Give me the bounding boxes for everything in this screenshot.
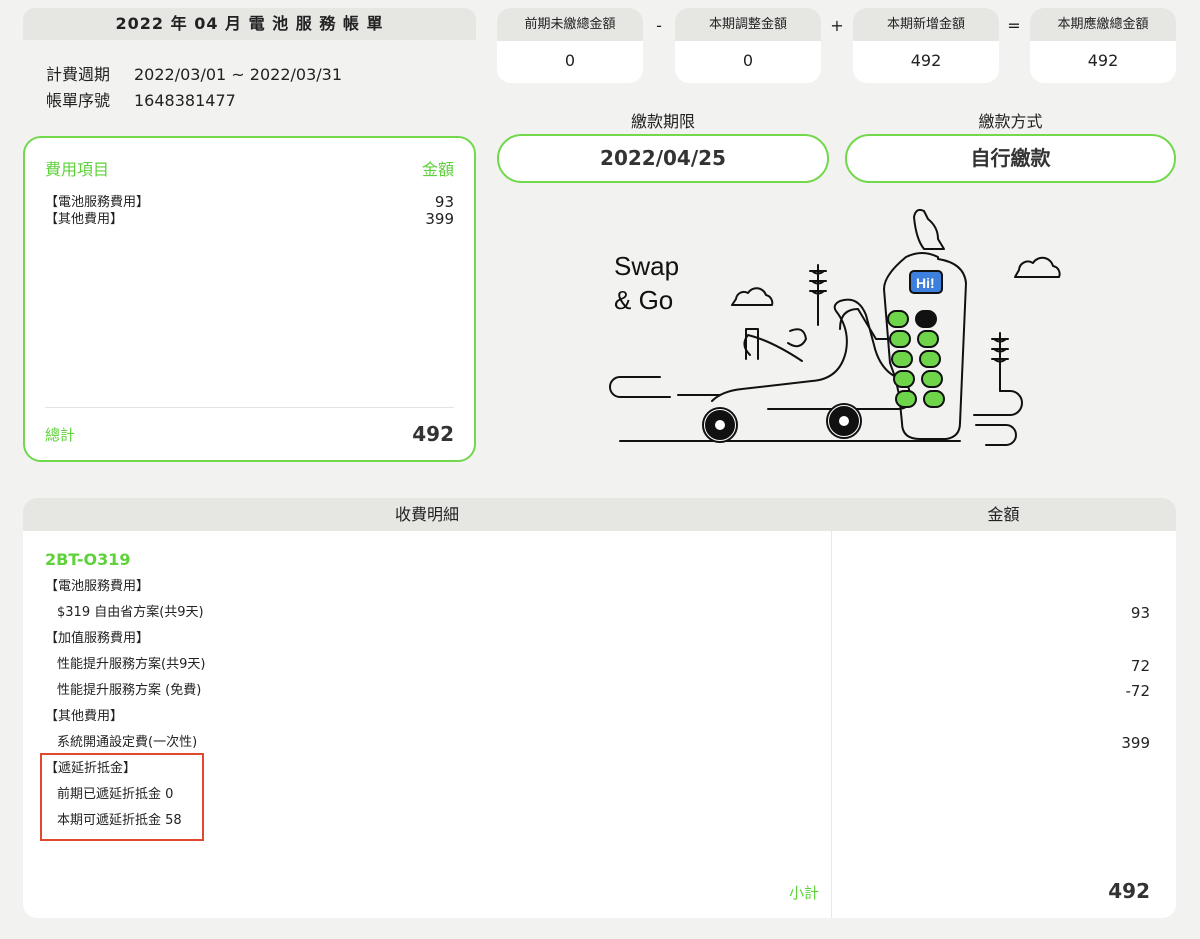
serial-value: 1648381477 bbox=[134, 91, 236, 110]
subtotal-value: 492 bbox=[1108, 879, 1150, 903]
equals-operator: = bbox=[1007, 16, 1021, 35]
detail-line: 本期可遞延折抵金 58 bbox=[57, 813, 182, 828]
detail-line: 【加值服務費用】 bbox=[45, 631, 150, 646]
fee-total-label: 總計 bbox=[45, 425, 76, 444]
fee-row-value: 399 bbox=[425, 210, 454, 228]
deferred-credit-highlight bbox=[40, 753, 204, 841]
minus-operator: - bbox=[656, 16, 662, 35]
vehicle-plate: 2BT-O319 bbox=[45, 550, 131, 569]
bubble-text: Hi! bbox=[916, 275, 935, 291]
adjust-box: 本期調整金額 0 bbox=[675, 8, 821, 83]
divider bbox=[45, 407, 454, 408]
fee-amount-header: 金額 bbox=[421, 160, 454, 179]
fee-item-header: 費用項目 bbox=[45, 160, 110, 179]
method-label: 繳款方式 bbox=[978, 112, 1043, 131]
swap-and-go-illustration: Swap & Go Hi! bbox=[609, 208, 1061, 446]
method-value: 自行繳款 bbox=[845, 134, 1176, 183]
prev-unpaid-label: 前期未繳總金額 bbox=[497, 8, 643, 41]
detail-value: 399 bbox=[1121, 734, 1150, 752]
slogan-line1: Swap bbox=[614, 251, 679, 281]
prev-unpaid-value: 0 bbox=[564, 51, 576, 70]
due-total-value: 492 bbox=[1087, 51, 1119, 70]
detail-header-amount: 金額 bbox=[987, 505, 1020, 524]
due-total-box: 本期應繳總金額 492 bbox=[1030, 8, 1176, 83]
detail-line: 性能提升服務方案(共9天) bbox=[57, 657, 206, 672]
new-amount-value: 492 bbox=[910, 51, 942, 70]
column-divider bbox=[831, 531, 832, 918]
detail-line: 系統開通設定費(一次性) bbox=[57, 735, 198, 750]
slogan-line2: & Go bbox=[614, 285, 673, 315]
fee-header: 費用項目 金額 bbox=[45, 156, 454, 180]
detail-line: 性能提升服務方案 (免費) bbox=[57, 683, 202, 698]
deadline-value: 2022/04/25 bbox=[497, 134, 829, 183]
bill-card: 2022 年 04 月 電 池 服 務 帳 單 計費週期 2022/03/01 ~… bbox=[23, 8, 476, 462]
detail-line: 【其他費用】 bbox=[45, 709, 124, 724]
detail-header-item: 收費明細 bbox=[394, 505, 459, 524]
due-total-label: 本期應繳總金額 bbox=[1030, 8, 1176, 41]
fee-summary-box: 費用項目 金額 【電池服務費用】 93 【其他費用】 399 總計 492 bbox=[23, 136, 476, 462]
fee-row: 【其他費用】 399 bbox=[45, 211, 454, 228]
fee-row-value: 93 bbox=[434, 193, 454, 211]
plus-operator: + bbox=[830, 16, 844, 35]
fee-total-value: 492 bbox=[412, 422, 454, 446]
detail-line: 前期已遞延折抵金 0 bbox=[57, 787, 174, 802]
bill-title: 2022 年 04 月 電 池 服 務 帳 單 bbox=[23, 8, 476, 40]
fee-total: 總計 492 bbox=[45, 422, 454, 446]
adjust-label: 本期調整金額 bbox=[675, 8, 821, 41]
deadline-label: 繳款期限 bbox=[630, 112, 695, 131]
detail-header: 收費明細 金額 bbox=[23, 498, 1176, 531]
subtotal-label: 小計 bbox=[789, 884, 820, 902]
detail-line: 【遞延折抵金】 bbox=[45, 761, 137, 776]
new-amount-box: 本期新增金額 492 bbox=[853, 8, 999, 83]
fee-row: 【電池服務費用】 93 bbox=[45, 194, 454, 211]
detail-line: 【電池服務費用】 bbox=[45, 579, 150, 594]
detail-value: -72 bbox=[1125, 682, 1151, 700]
new-amount-label: 本期新增金額 bbox=[853, 8, 999, 41]
period-value: 2022/03/01 ~ 2022/03/31 bbox=[134, 65, 343, 84]
detail-line: $319 自由省方案(共9天) bbox=[57, 605, 204, 620]
charge-detail-table: 收費明細 金額 2BT-O319 【電池服務費用】 $319 自由省方案(共9天… bbox=[23, 498, 1176, 918]
bill-meta: 計費週期 2022/03/01 ~ 2022/03/31 帳單序號 16483814… bbox=[23, 40, 476, 114]
detail-value: 93 bbox=[1130, 604, 1150, 622]
fee-row-label: 【電池服務費用】 bbox=[45, 195, 150, 210]
adjust-value: 0 bbox=[742, 51, 754, 70]
prev-unpaid-box: 前期未繳總金額 0 bbox=[497, 8, 643, 83]
detail-value: 72 bbox=[1130, 657, 1150, 675]
serial-label: 帳單序號 bbox=[46, 91, 111, 110]
period-label: 計費週期 bbox=[46, 65, 111, 84]
fee-row-label: 【其他費用】 bbox=[45, 212, 124, 227]
